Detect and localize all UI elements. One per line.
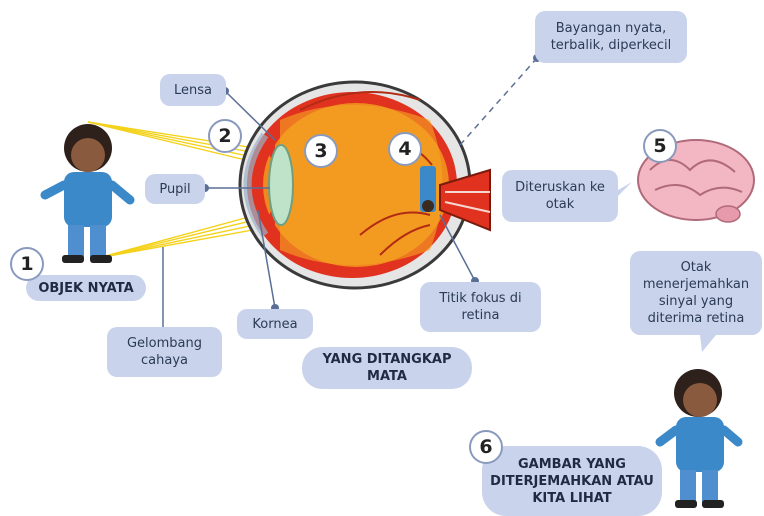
diteruskan-bubble-tail [618,182,632,196]
step-number-5: 5 [643,129,677,163]
boy-figure-left [40,124,135,263]
label-titik-fokus: Titik fokus di retina [420,282,541,332]
label-objek-nyata: OBJEK NYATA [26,275,146,301]
label-lensa: Lensa [160,74,226,106]
label-bayangan: Bayangan nyata, terbalik, diperkecil [535,11,687,63]
step-number-6: 6 [469,430,503,464]
label-otak-menerjemahkan: Otak menerjemahkan sinyal yang diterima … [630,251,762,335]
label-pupil: Pupil [145,174,205,204]
label-gelombang-cahaya: Gelombang cahaya [107,327,222,377]
connector-lines [162,57,538,336]
step-number-2: 2 [208,119,242,153]
step-number-4: 4 [388,132,422,166]
label-yang-ditangkap-mata: YANG DITANGKAP MATA [302,347,472,389]
label-kornea: Kornea [237,309,313,339]
boy-figure-right [655,369,743,508]
step-number-3: 3 [304,134,338,168]
label-gambar-diterjemahkan: GAMBAR YANG DITERJEMAHKAN ATAU KITA LIHA… [482,446,662,516]
label-diteruskan: Diteruskan ke otak [502,170,618,222]
otak-bubble-tail [700,335,716,352]
eyeball [238,80,491,290]
step-number-1: 1 [10,247,44,281]
